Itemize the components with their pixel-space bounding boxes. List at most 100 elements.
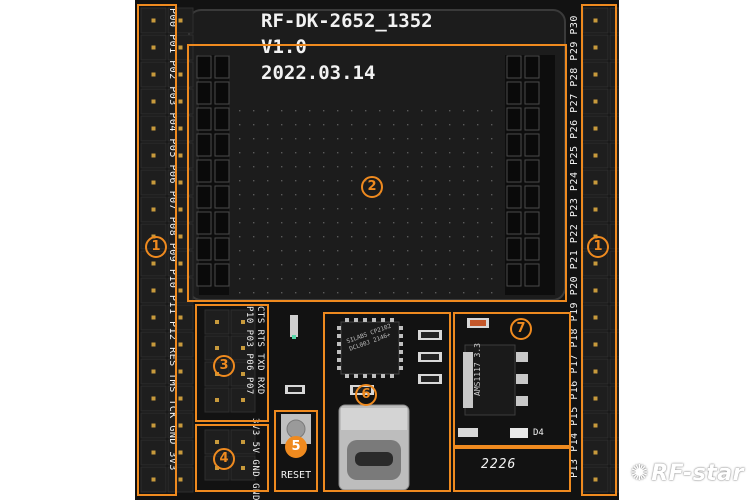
shield-dot-pattern <box>239 110 493 294</box>
chip-pin <box>381 374 385 378</box>
module-pads <box>196 55 540 287</box>
chip-pin <box>372 374 376 378</box>
module-pad <box>506 159 522 183</box>
module-pad <box>524 159 540 183</box>
highlight-right-header <box>581 4 617 496</box>
marker-3: 3 <box>213 355 235 377</box>
marker-1-left: 1 <box>145 236 167 258</box>
module-pad <box>506 263 522 287</box>
module-pad <box>214 55 230 79</box>
board-graphics <box>140 7 619 493</box>
chip-pin <box>399 358 403 362</box>
chip-pin <box>354 374 358 378</box>
chip-pin <box>354 318 358 322</box>
chip-pin <box>381 318 385 322</box>
module-pad <box>214 185 230 209</box>
diode-label: D4 <box>533 428 544 438</box>
header-pin <box>609 304 619 331</box>
header-pin <box>167 331 194 358</box>
chip-pin <box>399 366 403 370</box>
module-pad <box>196 237 212 261</box>
chip-pin <box>399 342 403 346</box>
header-pin <box>609 466 619 493</box>
chip-pin <box>337 342 341 346</box>
chip-pin <box>399 326 403 330</box>
header-pin <box>609 439 619 466</box>
module-pad <box>524 185 540 209</box>
module-pad <box>196 185 212 209</box>
header-pin <box>167 7 194 34</box>
header-pin <box>167 358 194 385</box>
module-pad <box>524 211 540 235</box>
module-pad <box>506 55 522 79</box>
board-date: 2022.03.14 <box>261 62 376 84</box>
header-pin <box>609 196 619 223</box>
module-pad <box>524 133 540 157</box>
header-pin <box>609 331 619 358</box>
header-pin <box>609 412 619 439</box>
chip-pin <box>337 366 341 370</box>
chip-pin <box>337 358 341 362</box>
module-pad <box>506 237 522 261</box>
header-pin <box>609 250 619 277</box>
board-version: V1.0 <box>261 36 307 58</box>
marker-6: 6 <box>355 384 377 406</box>
chip-pin <box>345 318 349 322</box>
chip-pin <box>390 318 394 322</box>
module-pad <box>524 81 540 105</box>
star-icon: ✺ <box>630 461 650 486</box>
module-pad <box>214 107 230 131</box>
module-pad <box>524 107 540 131</box>
marker-1-right: 1 <box>587 236 609 258</box>
module-pad <box>506 81 522 105</box>
module-pad <box>214 159 230 183</box>
header-pin <box>140 439 167 466</box>
module-pad <box>196 107 212 131</box>
highlight-uart-jumpers <box>195 304 269 422</box>
module-pad <box>196 263 212 287</box>
module-pad <box>524 55 540 79</box>
module-pad <box>196 55 212 79</box>
highlight-usb <box>323 312 451 492</box>
chip-pin <box>390 374 394 378</box>
marker-4: 4 <box>213 448 235 470</box>
usb-uart-chip <box>337 318 403 378</box>
module-pad <box>196 81 212 105</box>
header-pin <box>609 358 619 385</box>
brand-name: RF-star <box>651 461 744 486</box>
module-pad <box>524 237 540 261</box>
chip-pin <box>345 374 349 378</box>
module-pad <box>506 133 522 157</box>
chip-pin <box>399 350 403 354</box>
chip-pin <box>337 326 341 330</box>
header-pin <box>582 385 609 412</box>
marker-7: 7 <box>510 318 532 340</box>
chip-pin <box>337 334 341 338</box>
chip-pin <box>399 334 403 338</box>
module-pad <box>214 133 230 157</box>
chip-pin <box>363 374 367 378</box>
right-pin-header <box>582 7 619 493</box>
header-pin <box>582 196 609 223</box>
module-pad <box>196 159 212 183</box>
highlight-left-header <box>137 4 177 496</box>
module-pad <box>506 185 522 209</box>
header-pin <box>609 34 619 61</box>
highlight-reset <box>274 410 318 492</box>
chip-pin <box>372 318 376 322</box>
uart-jumper-header <box>204 309 256 413</box>
highlight-board-number <box>453 447 571 492</box>
left-pin-header <box>140 7 194 493</box>
module-pad <box>214 263 230 287</box>
dev-board: RF-DK-2652_1352 V1.0 2022.03.14 P00 P01 … <box>135 0 619 500</box>
header-pin <box>609 223 619 250</box>
board-title: RF-DK-2652_1352 <box>261 10 433 32</box>
header-pin <box>609 277 619 304</box>
header-pin <box>582 142 609 169</box>
header-pin <box>609 7 619 34</box>
module-pad <box>196 211 212 235</box>
header-pin <box>609 385 619 412</box>
module-pad <box>196 133 212 157</box>
voltage-regulator <box>463 344 528 416</box>
header-pin <box>609 142 619 169</box>
